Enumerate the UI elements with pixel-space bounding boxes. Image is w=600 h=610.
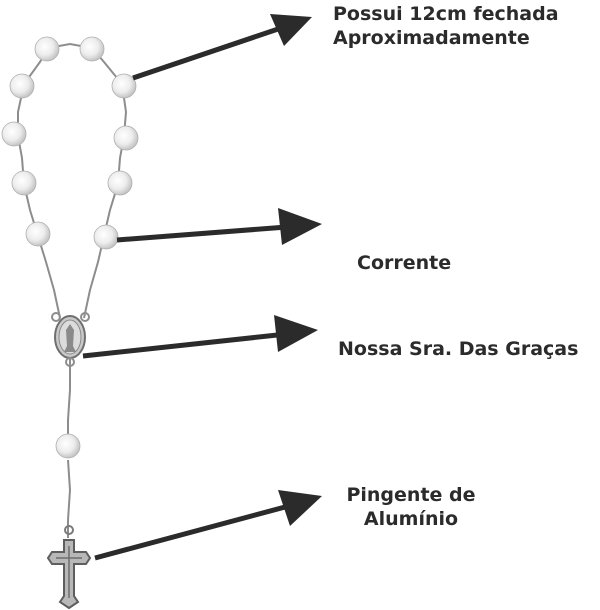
label-chain: Corrente — [357, 251, 451, 275]
label-pendant-line-1: Pingente de — [346, 484, 476, 506]
medal-nossa-senhora — [51, 312, 90, 367]
arrow-pendant — [94, 490, 322, 561]
arrow-medal — [82, 315, 318, 359]
pearl-beads — [1, 36, 139, 459]
crucifix-pendant — [46, 525, 92, 610]
label-chain-text: Corrente — [357, 252, 452, 274]
label-pendant-line-2: Alumínio — [363, 508, 459, 530]
label-size-line-2: Aproximadamente — [333, 27, 530, 49]
label-medal-text: Nossa Sra. Das Graças — [338, 338, 579, 360]
chain — [17, 42, 128, 538]
label-medal: Nossa Sra. Das Graças — [338, 337, 578, 361]
arrow-size — [132, 14, 312, 81]
label-size: Possui 12cm fechada Aproximadamente — [333, 2, 559, 50]
arrow-chain — [116, 208, 322, 245]
label-size-line-1: Possui 12cm fechada — [333, 3, 559, 25]
label-pendant: Pingente de Alumínio — [343, 483, 479, 531]
